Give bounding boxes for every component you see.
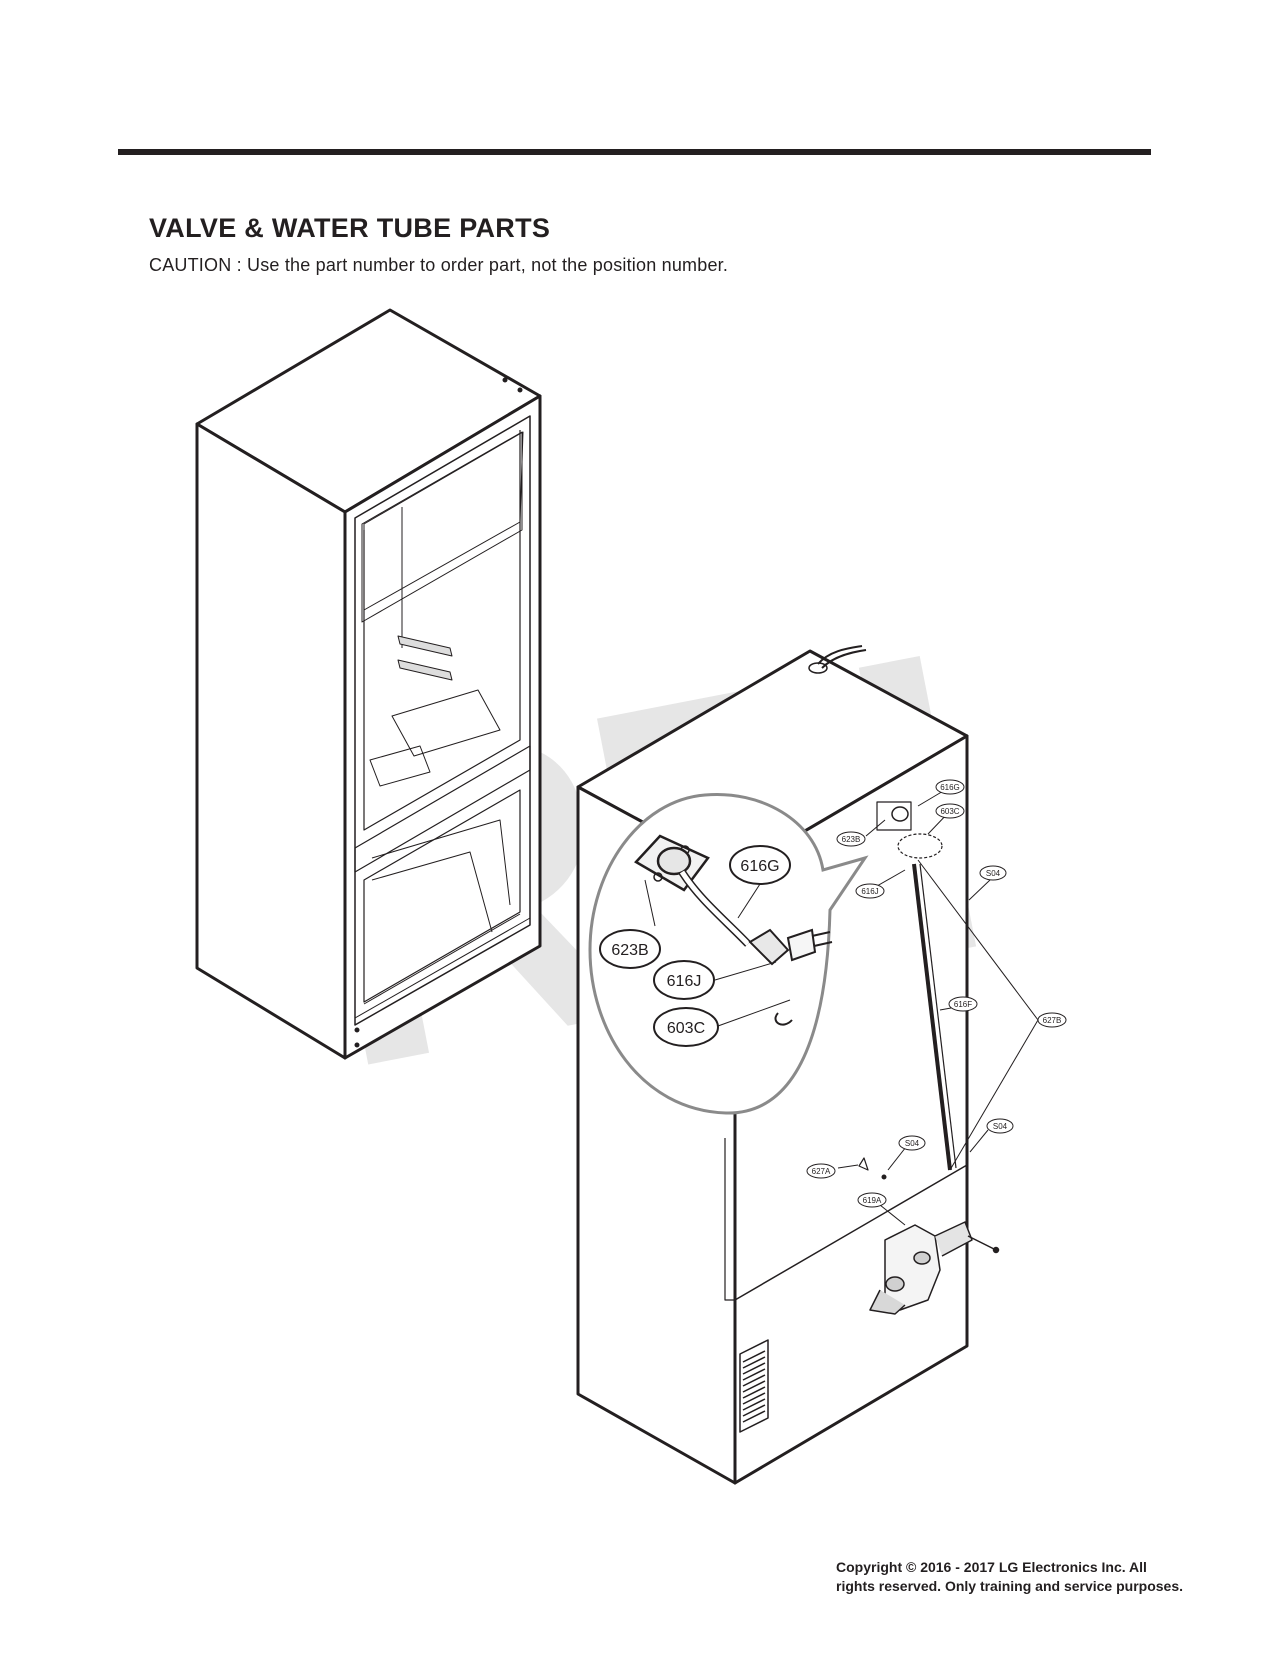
svg-text:S04: S04 [905, 1139, 920, 1148]
callout-623b: 623B [836, 831, 866, 847]
copyright-notice: Copyright © 2016 - 2017 LG Electronics I… [836, 1558, 1226, 1596]
caution-note: CAUTION : Use the part number to order p… [149, 255, 729, 275]
svg-text:616G: 616G [740, 858, 779, 875]
svg-text:616G: 616G [940, 783, 960, 792]
page-title: VALVE & WATER TUBE PARTS [149, 213, 551, 243]
vent-grille [739, 1339, 769, 1433]
svg-text:627A: 627A [812, 1167, 831, 1176]
callout-627b: 627B [1037, 1012, 1067, 1028]
header-rule [118, 149, 1151, 155]
svg-text:S04: S04 [986, 869, 1001, 878]
svg-text:616F: 616F [954, 1000, 972, 1009]
svg-text:616J: 616J [861, 887, 878, 896]
callout-623b-large: 623B [599, 929, 661, 969]
detail-callouts: 616G 623B 616J 603C [599, 845, 791, 1047]
leader-lines [837, 786, 1039, 1226]
svg-text:616J: 616J [667, 973, 702, 990]
callout-616g-large: 616G [729, 845, 791, 885]
svg-text:603C: 603C [940, 807, 959, 816]
copyright-line-1: Copyright © 2016 - 2017 LG Electronics I… [836, 1559, 1147, 1575]
front-cabinet [195, 308, 542, 1060]
svg-text:627B: 627B [1043, 1016, 1062, 1025]
callout-616j-large: 616J [653, 960, 715, 1000]
small-callouts: 616G 603C 623B S04 616J 616F 627B S04 S0… [806, 779, 1067, 1208]
svg-text:619A: 619A [863, 1196, 882, 1205]
callout-616g: 616G [935, 779, 965, 795]
svg-text:603C: 603C [667, 1020, 705, 1037]
svg-text:623B: 623B [842, 835, 861, 844]
water-valve [869, 1221, 1000, 1315]
callout-s04-right: S04 [986, 1118, 1014, 1134]
callout-616j: 616J [855, 883, 885, 899]
svg-text:S04: S04 [993, 1122, 1008, 1131]
callout-627a: 627A [806, 1163, 836, 1179]
callout-603c: 603C [935, 803, 965, 819]
callout-s04-top: S04 [979, 865, 1007, 881]
callout-s04-mid: S04 [898, 1135, 926, 1151]
callout-619a: 619A [857, 1192, 887, 1208]
copyright-line-2: rights reserved. Only training and servi… [836, 1578, 1184, 1594]
svg-text:623B: 623B [611, 942, 648, 959]
callout-616f: 616F [948, 996, 978, 1012]
callout-603c-large: 603C [653, 1007, 719, 1047]
